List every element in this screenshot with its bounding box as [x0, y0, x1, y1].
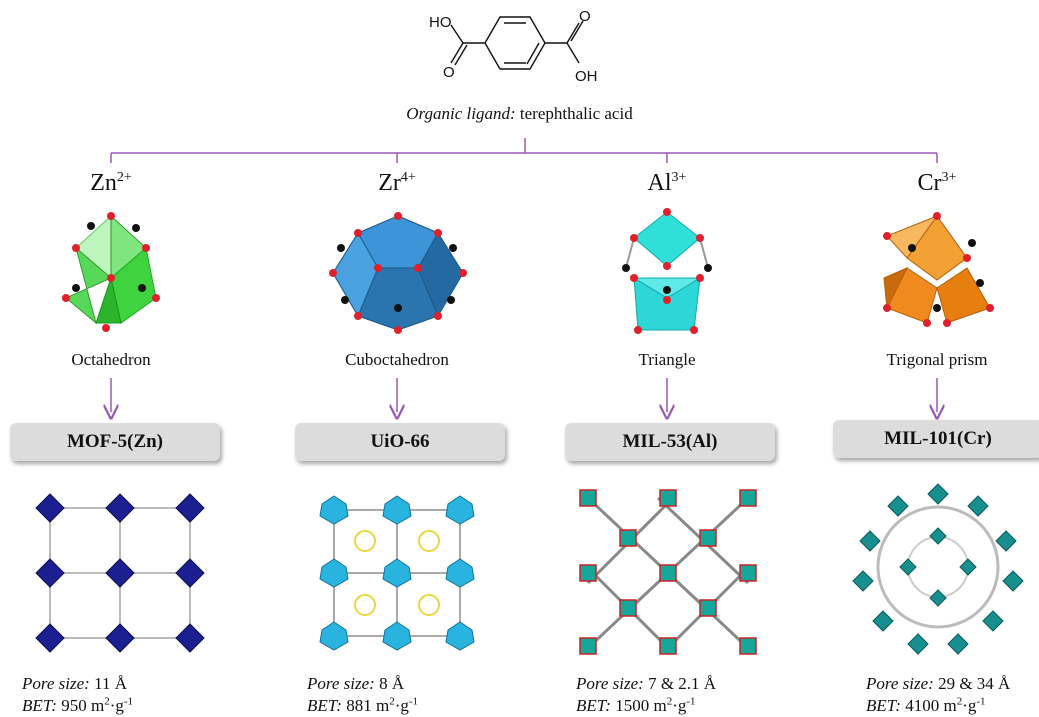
ligand-caption: Organic ligand: terephthalic acid — [0, 104, 1039, 124]
mof-name: UiO-66 — [370, 431, 430, 452]
geometry-label: Trigonal prism — [886, 350, 988, 369]
geometry-label: Octahedron — [71, 350, 151, 369]
bet-value: 881 m — [346, 696, 390, 715]
bet-value: 4100 m — [905, 696, 957, 715]
mof-name: MOF-5(Zn) — [66, 431, 164, 452]
metal-ion-zn: Zn2+ — [51, 170, 171, 197]
bet-value: 950 m — [61, 696, 105, 715]
orange-trimer-cluster-icon — [883, 212, 994, 327]
bet-unit: ·g — [672, 696, 687, 715]
bet-label: BET: — [22, 696, 57, 715]
pore-size-label: Pore size: — [866, 674, 934, 693]
ion-symbol: Cr — [917, 170, 942, 196]
oxygen-label-left: O — [443, 64, 455, 81]
pore-size-value: 11 Å — [94, 674, 127, 693]
bet-exponent: 2 — [666, 695, 673, 708]
pore-size-value: 7 & 2.1 Å — [648, 674, 717, 693]
mof-name-box: MIL-101(Cr) — [833, 420, 1039, 458]
pore-size-label: Pore size: — [22, 674, 90, 693]
metal-ion-al: Al3+ — [607, 170, 727, 197]
bet-unit: ·g — [109, 696, 124, 715]
mil53-framework-icon — [579, 489, 757, 655]
hydroxyl-label-right: OH — [575, 68, 598, 85]
ligand-name: terephthalic acid — [519, 104, 633, 123]
ion-symbol: Zn — [90, 170, 117, 196]
bet-exponent: 2 — [104, 695, 110, 708]
mof-properties: Pore size: 8 Å BET: 881 m2·g-1 — [307, 673, 418, 717]
bet-unit: ·g — [394, 696, 409, 715]
mof-name: MIL-101(Cr) — [884, 428, 992, 449]
hydroxyl-label-left: HO — [429, 14, 452, 31]
ion-charge: 4+ — [400, 170, 416, 185]
mof-properties: Pore size: 11 Å BET: 950 m2·g-1 — [22, 673, 133, 717]
metal-ion-cr: Cr3+ — [877, 170, 997, 197]
mof-name-box: MIL-53(Al) — [565, 423, 775, 461]
bet-exponent: 2 — [389, 695, 395, 708]
ion-symbol: Al — [647, 170, 672, 196]
bet-label: BET: — [307, 696, 342, 715]
ion-charge: 2+ — [116, 170, 132, 185]
bet-exponent: -1 — [123, 695, 134, 708]
ion-charge: 3+ — [671, 170, 687, 185]
metal-ion-zr: Zr4+ — [337, 170, 457, 197]
mof-name: MIL-53(Al) — [622, 431, 718, 452]
pore-size-label: Pore size: — [307, 674, 375, 693]
mof5-framework-icon — [35, 493, 205, 653]
ligand-caption-prefix: Organic ligand: — [406, 104, 516, 123]
geometry-label: Cuboctahedron — [345, 350, 449, 369]
ion-symbol: Zr — [378, 170, 401, 196]
pore-size-value: 8 Å — [379, 674, 405, 693]
mof-properties: Pore size: 29 & 34 Å BET: 4100 m2·g-1 — [866, 673, 1010, 717]
mof-name-box: MOF-5(Zn) — [10, 423, 220, 461]
bet-exponent: 2 — [956, 695, 963, 708]
bet-exponent: -1 — [976, 695, 986, 708]
bet-value: 1500 m — [615, 696, 667, 715]
mof-properties: Pore size: 7 & 2.1 Å BET: 1500 m2·g-1 — [576, 673, 716, 717]
geometry-label: Triangle — [638, 350, 696, 369]
pore-size-value: 29 & 34 Å — [938, 674, 1011, 693]
green-octahedral-cluster-icon — [62, 212, 160, 332]
bet-exponent: -1 — [408, 695, 419, 708]
mof-name-box: UiO-66 — [295, 423, 505, 461]
bet-exponent: -1 — [686, 695, 696, 708]
mil101-framework-icon — [852, 483, 1024, 655]
cyan-chain-cluster-icon — [622, 208, 712, 334]
pore-size-label: Pore size: — [576, 674, 644, 693]
bet-unit: ·g — [962, 696, 977, 715]
bet-label: BET: — [576, 696, 611, 715]
uio66-framework-icon — [319, 495, 475, 651]
bet-label: BET: — [866, 696, 901, 715]
terephthalic-acid-structure: HO O O OH — [429, 8, 598, 85]
oxygen-label-right: O — [579, 8, 591, 25]
ion-charge: 3+ — [941, 170, 957, 185]
blue-cuboctahedral-cluster-icon — [329, 212, 467, 334]
